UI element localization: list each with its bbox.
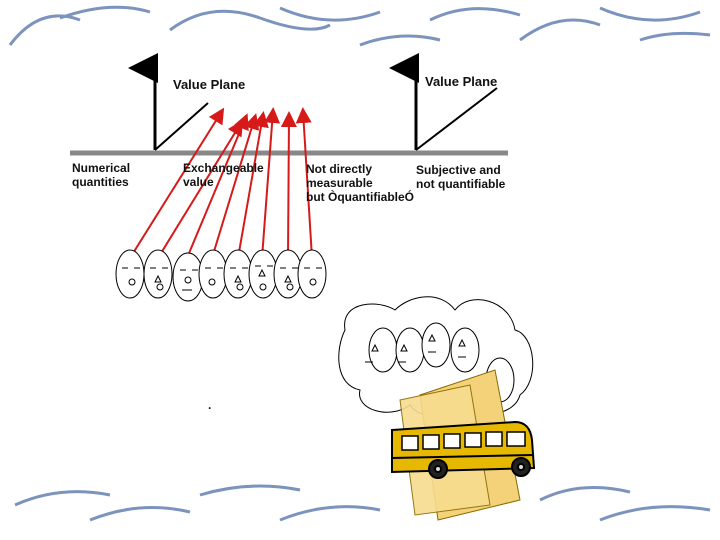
face-2 bbox=[143, 249, 173, 299]
red-arrows bbox=[129, 107, 313, 259]
arrow-2 bbox=[157, 119, 244, 259]
school-bus-clipart bbox=[391, 420, 536, 479]
faces-group bbox=[115, 249, 327, 302]
arrow-8 bbox=[295, 107, 313, 259]
cloud-faces bbox=[365, 322, 515, 403]
left-value-plane bbox=[128, 53, 209, 151]
face-4 bbox=[198, 249, 228, 299]
arrow-4 bbox=[211, 113, 260, 259]
label-exchangeable-value: Exchangeable value bbox=[183, 161, 264, 189]
arrow-3 bbox=[186, 113, 249, 259]
right-value-plane bbox=[389, 53, 498, 151]
face-7 bbox=[273, 249, 303, 299]
top-wave-border bbox=[8, 5, 711, 47]
face-3 bbox=[172, 252, 204, 302]
face-5 bbox=[223, 249, 253, 299]
thought-cloud bbox=[338, 296, 534, 417]
dot-mark: . bbox=[208, 398, 212, 412]
arrow-7 bbox=[280, 111, 297, 259]
face-6 bbox=[248, 249, 278, 299]
label-not-directly-measurable: Not directly measurable but Òquantifiabl… bbox=[306, 162, 414, 204]
label-subjective: Subjective and not quantifiable bbox=[416, 163, 506, 191]
value-plane-left-title: Value Plane bbox=[173, 77, 246, 92]
value-plane-right-title: Value Plane bbox=[425, 74, 498, 89]
arrow-5 bbox=[237, 111, 269, 259]
label-numerical-quantities: Numerical quantities bbox=[72, 161, 131, 189]
face-8 bbox=[297, 249, 327, 299]
arrow-1 bbox=[129, 107, 225, 259]
face-1 bbox=[115, 249, 145, 299]
bottom-wave-border bbox=[14, 484, 711, 522]
arrow-6 bbox=[261, 107, 281, 259]
